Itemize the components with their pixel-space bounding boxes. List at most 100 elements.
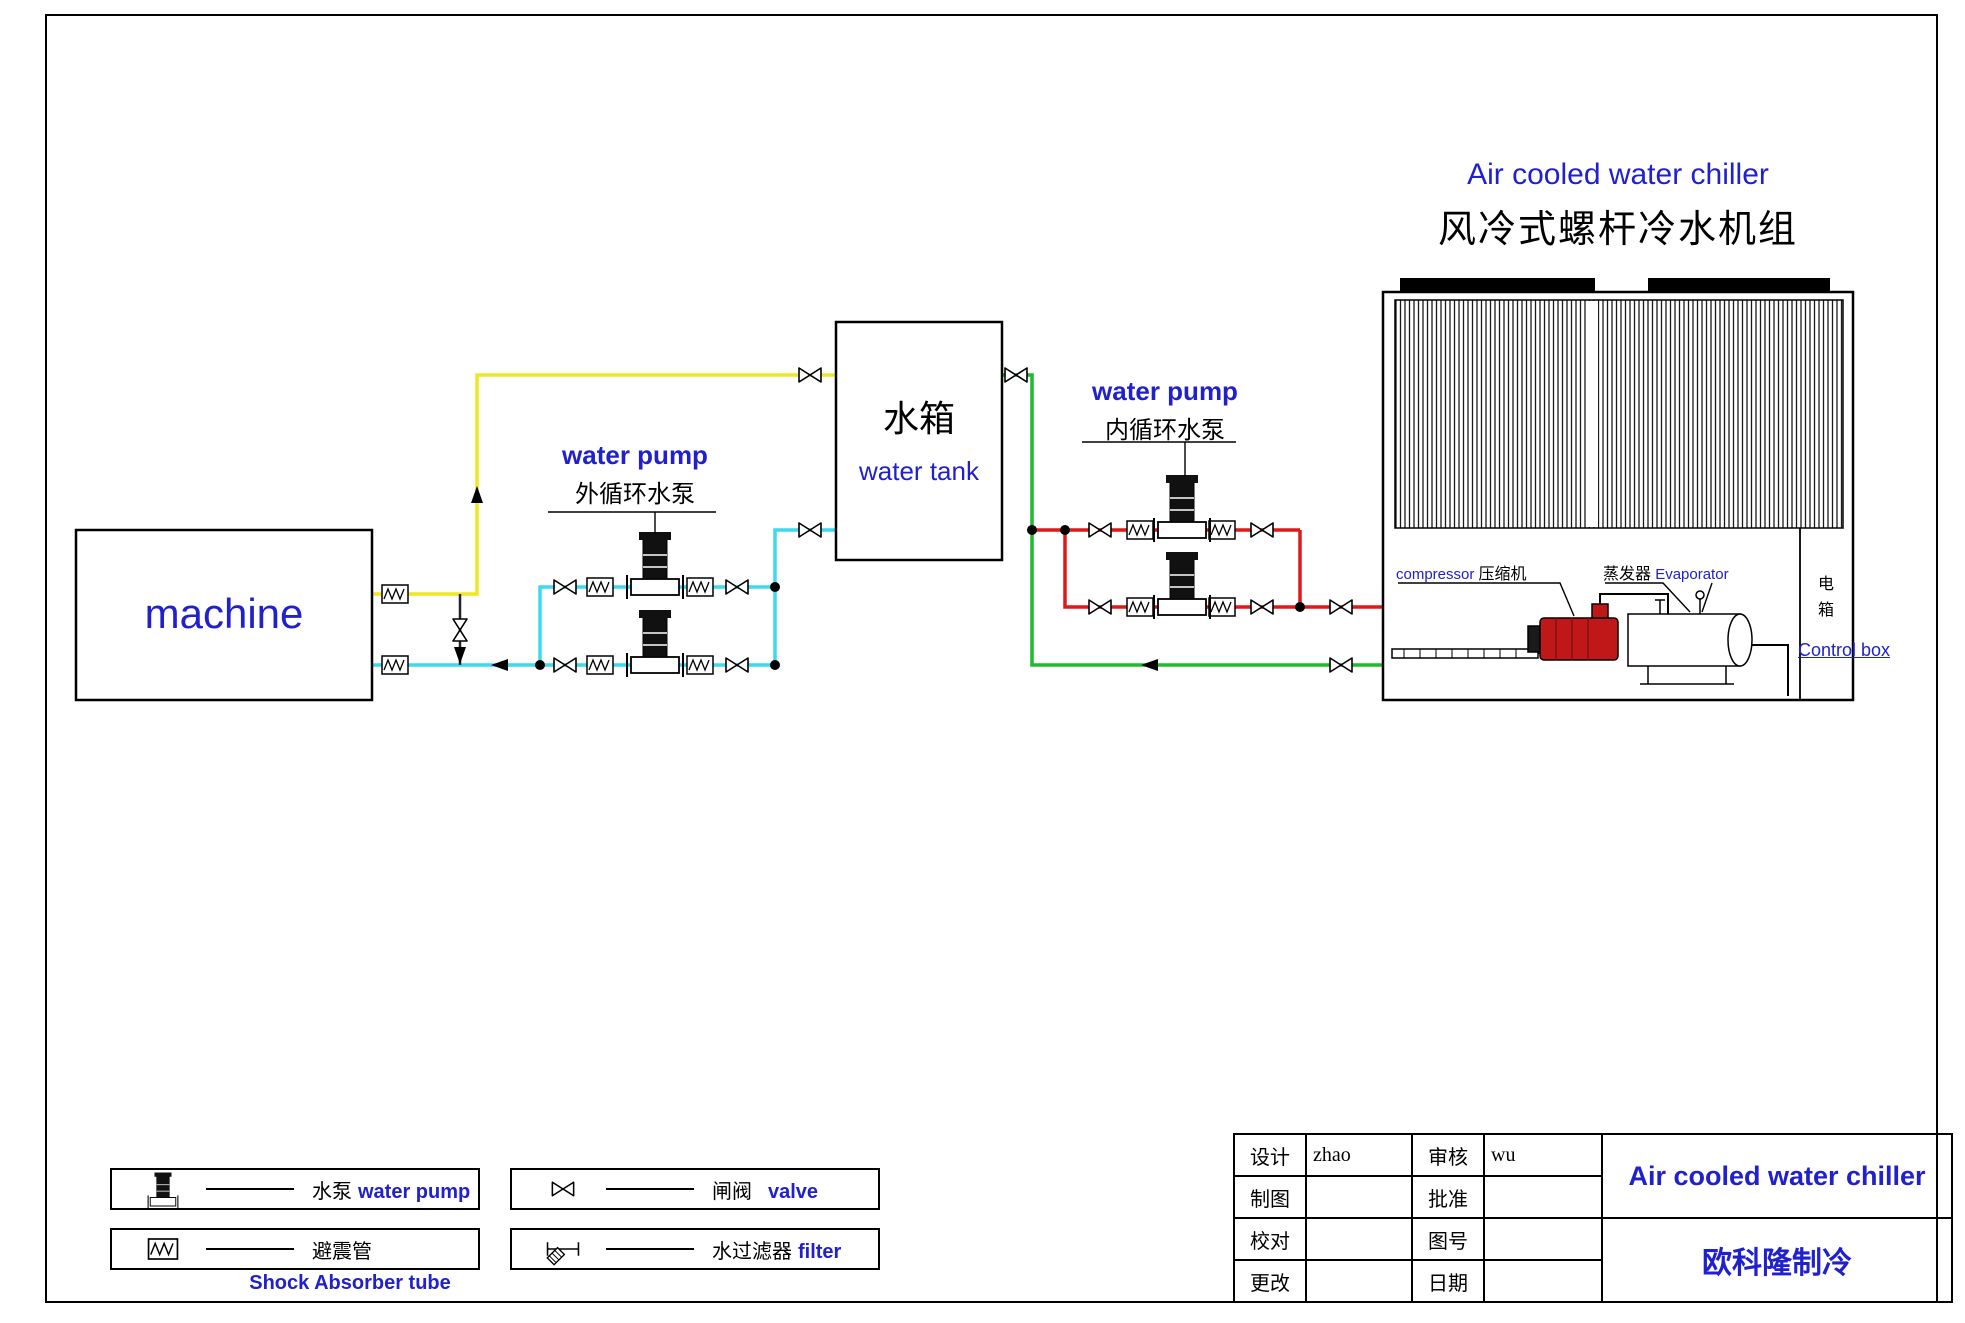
valve-icon <box>798 522 822 538</box>
shock-absorber-icon <box>381 655 409 675</box>
drawing-border <box>45 14 1938 1303</box>
bypass-valve-icon <box>452 618 468 642</box>
flow-arrows <box>454 486 1158 671</box>
title-block-row: 制图 批准 <box>1233 1175 1952 1219</box>
title-block-label: 日期 <box>1411 1259 1485 1303</box>
junction-dot <box>770 660 780 670</box>
compressor-label: compressor 压缩机 <box>1396 560 1527 584</box>
shock-absorber-icon <box>586 577 614 597</box>
flow-arrow-icon <box>471 486 483 503</box>
legend-line <box>606 1248 694 1250</box>
title-block-row: 校对 图号 欧科隆制冷 <box>1233 1217 1953 1303</box>
chiller-title-cn: 风冷式螺杆冷水机组 <box>1437 209 1798 251</box>
junction-dot <box>1295 602 1305 612</box>
valve-icon <box>1088 522 1112 538</box>
title-block-value: wu <box>1483 1133 1603 1177</box>
shock-absorber-icon <box>1126 520 1154 540</box>
legend-item-water-pump: 水泵 water pump <box>110 1168 480 1210</box>
junction-dot <box>1060 525 1070 535</box>
chiller-unit <box>1381 278 1855 702</box>
compressor-label-cn: 压缩机 <box>1478 566 1527 583</box>
junction-dot <box>770 582 780 592</box>
water-tank-box <box>834 320 1004 562</box>
valve-icon <box>1004 367 1028 383</box>
legend-line <box>606 1188 694 1190</box>
fan-bar-right <box>1648 278 1830 291</box>
title-block-label: 设计 <box>1233 1133 1307 1177</box>
junction-dot <box>535 660 545 670</box>
pump-icon <box>1153 474 1211 543</box>
legend-item-valve: 闸阀 valve <box>510 1168 880 1210</box>
shock-absorber-icon <box>1208 597 1236 617</box>
flow-arrow-icon <box>1141 659 1158 671</box>
valve-icon <box>1250 522 1274 538</box>
title-block-row: 更改 日期 <box>1233 1259 1952 1303</box>
evaporator-head <box>1727 613 1753 667</box>
pump-icon <box>626 609 684 678</box>
shock-absorber-icon <box>1208 520 1236 540</box>
filter-icon <box>534 1227 592 1271</box>
pipe-red-chiller-supply <box>1032 528 1383 609</box>
compressor-label-en: compressor <box>1396 566 1475 583</box>
valve-icon <box>1329 599 1353 615</box>
flow-arrow-icon <box>491 659 508 671</box>
title-block-label: 批准 <box>1411 1175 1485 1219</box>
valve-icon <box>725 579 749 595</box>
title-block-label: 制图 <box>1233 1175 1307 1219</box>
shock-absorber-icon <box>586 655 614 675</box>
pipe-yellow-return <box>372 373 836 596</box>
valve-icon <box>553 657 577 673</box>
condenser-coil <box>1394 299 1844 529</box>
title-block-row: 设计 zhao 审核 wu Air cooled water chiller <box>1233 1133 1953 1219</box>
valve-icon <box>534 1167 592 1211</box>
internal-pump-label-en: water pump <box>1092 376 1238 406</box>
shock-absorber-icon <box>381 584 409 604</box>
compressor-body <box>1539 617 1619 661</box>
title-block-product: Air cooled water chiller <box>1601 1133 1953 1219</box>
fan-bar-left <box>1400 278 1595 291</box>
valve-icon <box>725 657 749 673</box>
evaporator-label-en: Evaporator <box>1655 566 1729 583</box>
shock-absorber-icon <box>686 577 714 597</box>
internal-pump-label-cn: 内循环水泵 <box>1105 418 1225 444</box>
pipe-cyan-supply <box>372 528 836 667</box>
shock-absorbers <box>381 520 1236 675</box>
title-block-value <box>1483 1217 1603 1261</box>
shock-absorber-icon <box>1126 597 1154 617</box>
evaporator-label: 蒸发器 Evaporator <box>1603 560 1729 584</box>
legend-label-cn: 闸阀 <box>712 1180 752 1203</box>
title-block-value <box>1305 1175 1413 1219</box>
legend-label-en: filter <box>798 1240 842 1263</box>
water-tank-label-cn: 水箱 <box>882 399 955 439</box>
legend-line <box>206 1188 294 1190</box>
title-block-value: zhao <box>1305 1133 1413 1177</box>
flow-arrow-icon <box>454 647 466 664</box>
pump-icon <box>1153 551 1211 620</box>
legend-label-en: valve <box>768 1180 819 1203</box>
valve-icon <box>1250 599 1274 615</box>
legend-label-en: water pump <box>358 1180 471 1203</box>
title-block-label: 审核 <box>1411 1133 1485 1177</box>
evaporator-shell <box>1627 613 1741 667</box>
legend-label-cn: 水泵 <box>312 1180 352 1203</box>
water-tank-label-en: water tank <box>859 456 979 486</box>
valve-icon <box>1088 599 1112 615</box>
title-block-company: 欧科隆制冷 <box>1601 1217 1953 1303</box>
title-block-label: 校对 <box>1233 1217 1307 1261</box>
chiller-internals <box>1391 590 1789 696</box>
shock-absorber-icon <box>134 1227 192 1271</box>
external-pump-label-cn: 外循环水泵 <box>575 482 695 508</box>
condenser-seam <box>1588 301 1598 527</box>
legend-text: 水泵 water pump <box>312 1175 470 1204</box>
legend-item-shock-absorber: 避震管 <box>110 1228 480 1270</box>
machine-box <box>74 528 374 702</box>
legend-text: 避震管 <box>312 1235 378 1264</box>
compressor-port <box>1591 603 1609 619</box>
label-leader-lines <box>548 441 1713 617</box>
shock-absorber-icon <box>686 655 714 675</box>
title-block-value <box>1305 1217 1413 1261</box>
